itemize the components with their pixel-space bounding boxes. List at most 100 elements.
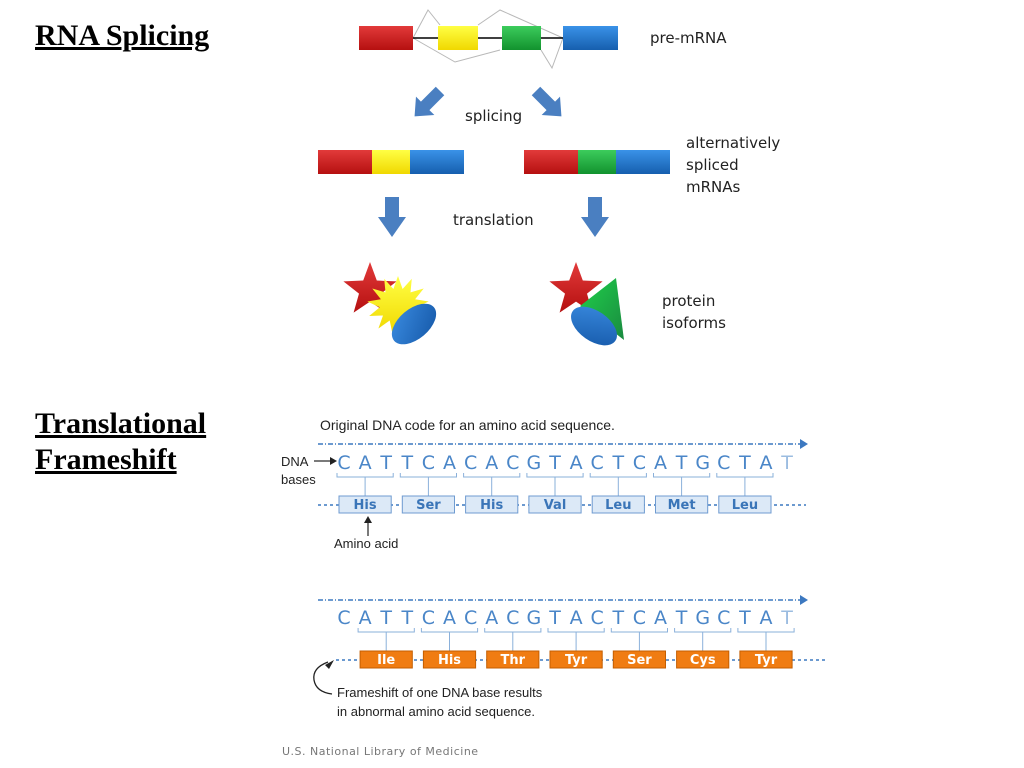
dna-base: C	[464, 452, 477, 474]
dna-base: C	[337, 452, 350, 474]
amino-acid-box	[676, 650, 730, 669]
splice-line-top-2	[477, 9, 564, 39]
mrna-isoform-2	[524, 150, 670, 174]
exon-green	[502, 26, 541, 50]
protein-isoform-1	[343, 262, 437, 345]
dna-base: G	[527, 452, 542, 474]
strand-arrowhead-icon	[800, 439, 808, 449]
pre-mrna-group: pre-mRNA	[359, 9, 727, 70]
dna-base: T	[675, 452, 688, 474]
dna-base: A	[443, 607, 456, 629]
amino-acid-box	[718, 495, 772, 514]
amino-acid-box	[739, 650, 793, 669]
amino-acid-box	[422, 650, 477, 669]
alt-spliced-label-line2: spliced	[686, 156, 739, 174]
dna-base: G	[695, 607, 710, 629]
frameshift-note-line2: in abnormal amino acid sequence.	[337, 704, 535, 719]
exon-blue	[563, 26, 618, 50]
dna-base: A	[359, 452, 372, 474]
dna-base: T	[675, 607, 688, 629]
amino-acid-label: Ser	[627, 653, 652, 668]
frameshift-diagram-title: Original DNA code for an amino acid sequ…	[320, 417, 615, 433]
amino-acid-box	[465, 495, 519, 514]
exon-red	[524, 150, 578, 174]
dna-base: G	[695, 452, 710, 474]
dna-base: T	[780, 607, 793, 629]
arrow-down-icon	[581, 197, 609, 237]
dna-label-line1: DNA	[281, 454, 309, 469]
alt-spliced-label-line3: mRNAs	[686, 178, 741, 196]
codon-brackets-row	[336, 473, 774, 497]
ellipse-shape	[571, 306, 617, 346]
dna-base: T	[611, 607, 624, 629]
dna-base: G	[527, 607, 542, 629]
amino-acid-label: Ile	[377, 653, 395, 668]
dna-base: T	[400, 452, 413, 474]
dna-base: C	[591, 607, 604, 629]
dna-base: C	[422, 452, 435, 474]
codon-brackets-row	[357, 628, 795, 652]
frameshift-curved-arrow	[313, 661, 333, 695]
dna-base: C	[422, 607, 435, 629]
dna-base: C	[633, 452, 646, 474]
dna-base: A	[654, 452, 667, 474]
dna-base: T	[548, 607, 561, 629]
dna-base: T	[548, 452, 561, 474]
dna-base: A	[485, 452, 498, 474]
arrow-right-icon	[531, 86, 562, 117]
amino-acid-label: Tyr	[755, 653, 778, 668]
dna-base: A	[654, 607, 667, 629]
exon-red	[359, 26, 413, 50]
dna-base: T	[400, 607, 413, 629]
amino-acid-label: Leu	[732, 498, 758, 513]
amino-acid-label: His	[354, 498, 377, 513]
ellipse-shape	[391, 303, 437, 345]
strand-arrowhead-icon	[800, 595, 808, 605]
splice-line-top-1	[412, 9, 441, 39]
arrow-down-icon	[378, 197, 406, 237]
dna-base: C	[337, 607, 350, 629]
dna-base: C	[506, 607, 519, 629]
dna-base: C	[591, 452, 604, 474]
amino-acid-label: His	[480, 498, 503, 513]
dna-base: C	[717, 452, 730, 474]
dna-base: T	[780, 452, 793, 474]
dna-base: T	[738, 452, 751, 474]
frameshift-heading-line1: Translational	[35, 407, 207, 440]
rna-splicing-heading: RNA Splicing	[35, 19, 210, 52]
splice-line-bottom-1	[412, 37, 501, 63]
amino-acid-box	[486, 650, 540, 669]
amino-acid-label: Leu	[605, 498, 631, 513]
amino-acid-label: Amino acid	[334, 536, 398, 551]
dna-base: C	[506, 452, 519, 474]
dna-base: C	[633, 607, 646, 629]
amino-acid-box	[359, 650, 413, 669]
dna-base: T	[379, 452, 392, 474]
splice-line-bottom-2	[540, 37, 564, 70]
curved-arrowhead-icon	[325, 660, 334, 669]
frameshift-note-line1: Frameshift of one DNA base results	[337, 685, 543, 700]
dna-base: A	[443, 452, 456, 474]
exon-yellow	[438, 26, 478, 50]
amino-acid-label: His	[438, 653, 461, 668]
amino-acid-box	[591, 495, 645, 514]
amino-acid-label: Tyr	[565, 653, 588, 668]
amino-acid-label: Ser	[416, 498, 441, 513]
amino-acid-box	[612, 650, 666, 669]
dna-base: A	[570, 452, 583, 474]
dna-base: T	[611, 452, 624, 474]
translation-label: translation	[453, 211, 534, 229]
star-shape	[549, 262, 603, 313]
dna-base: A	[760, 452, 773, 474]
protein-isoforms-label-line2: isoforms	[662, 314, 726, 332]
exon-yellow	[372, 150, 410, 174]
alt-spliced-label-line1: alternatively	[686, 134, 780, 152]
dna-base: A	[359, 607, 372, 629]
exon-blue	[616, 150, 670, 174]
